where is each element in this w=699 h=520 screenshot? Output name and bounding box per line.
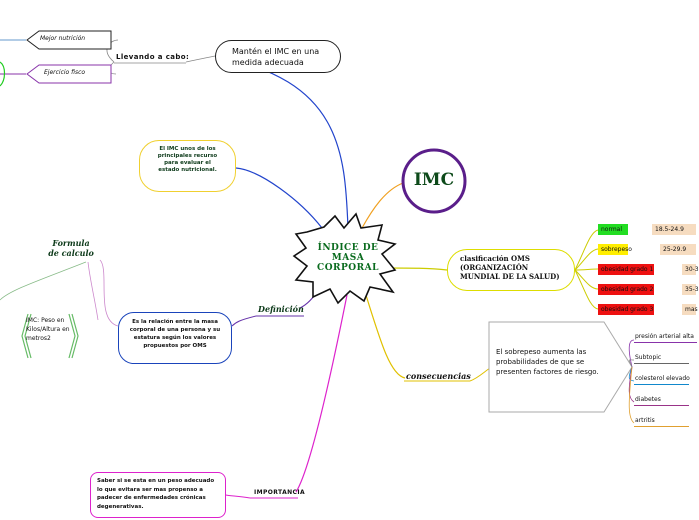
consecuencias-arrow-shape	[488, 321, 633, 413]
consecuencia-item-2[interactable]: colesterol elevado	[634, 375, 690, 385]
classification-value-3[interactable]: 35-3	[682, 284, 699, 295]
consecuencia-item-4[interactable]: artritis	[634, 417, 689, 427]
classification-name-1[interactable]: sobrepeso	[598, 244, 632, 255]
mejor-nutricion-node[interactable]: Mejor nutrición	[26, 30, 112, 50]
consecuencia-item-0[interactable]: presión arterial alta	[634, 333, 697, 343]
mejor-nutricion-label: Mejor nutrición	[40, 35, 86, 42]
imc-recurso-node[interactable]: El IMC unos de los principales recurso p…	[139, 140, 236, 192]
formula-child-text: IMC: Peso en Kilos/Altura en metros2	[26, 317, 70, 342]
importancia-child-node[interactable]: Saber si se esta en un peso adecuado lo …	[90, 472, 226, 518]
llevando-label[interactable]: Llevando a cabo:	[116, 53, 190, 61]
classification-name-4[interactable]: obesidad grado 3	[598, 304, 654, 315]
classification-value-0[interactable]: 18.5-24.9	[652, 224, 696, 235]
imc-circle	[401, 148, 467, 214]
consecuencias-label[interactable]: consecuencias	[406, 371, 471, 381]
imc-node[interactable]: IMC	[413, 170, 455, 190]
clasificacion-node[interactable]: clasificación OMS (ORGANIZACIÓN MUNDIAL …	[447, 249, 575, 291]
definicion-child-node[interactable]: Es la relación entre la masa corporal de…	[118, 312, 232, 364]
classification-value-1[interactable]: 25-29.9	[660, 244, 696, 255]
consecuencia-item-3[interactable]: diabetes	[634, 396, 689, 406]
definicion-label[interactable]: Definición	[258, 304, 304, 314]
formula-label[interactable]: Formula de calculo	[48, 238, 94, 258]
central-starburst	[292, 212, 397, 305]
classification-name-0[interactable]: normal	[598, 224, 628, 235]
formula-child-node[interactable]: IMC: Peso en Kilos/Altura en metros2	[20, 312, 80, 360]
clasificacion-label: clasificación OMS (ORGANIZACIÓN MUNDIAL …	[460, 254, 560, 281]
consecuencias-child-node[interactable]: El sobrepeso aumenta las probabilidades …	[496, 348, 599, 376]
consecuencia-item-1[interactable]: Subtopic	[634, 354, 689, 364]
bracket-shape	[21, 313, 79, 359]
classification-value-2[interactable]: 30-3	[682, 264, 699, 275]
ejercicio-shape	[26, 64, 112, 84]
ejercicio-node[interactable]: Ejercicio fisco	[26, 64, 112, 84]
ejercicio-label: Ejercicio fisco	[44, 69, 86, 76]
classification-name-3[interactable]: obesidad grado 2	[598, 284, 654, 295]
mejor-nutricion-shape	[26, 30, 112, 50]
central-topic[interactable]: ÍNDICE DE MASA CORPORAL	[317, 243, 379, 273]
manten-imc-node[interactable]: Mantén el IMC en una medida adecuada	[215, 40, 341, 73]
classification-value-4[interactable]: mas	[682, 304, 698, 315]
importancia-label[interactable]: IMPORTANCIA	[254, 489, 306, 496]
classification-name-2[interactable]: obesidad grado 1	[598, 264, 654, 275]
